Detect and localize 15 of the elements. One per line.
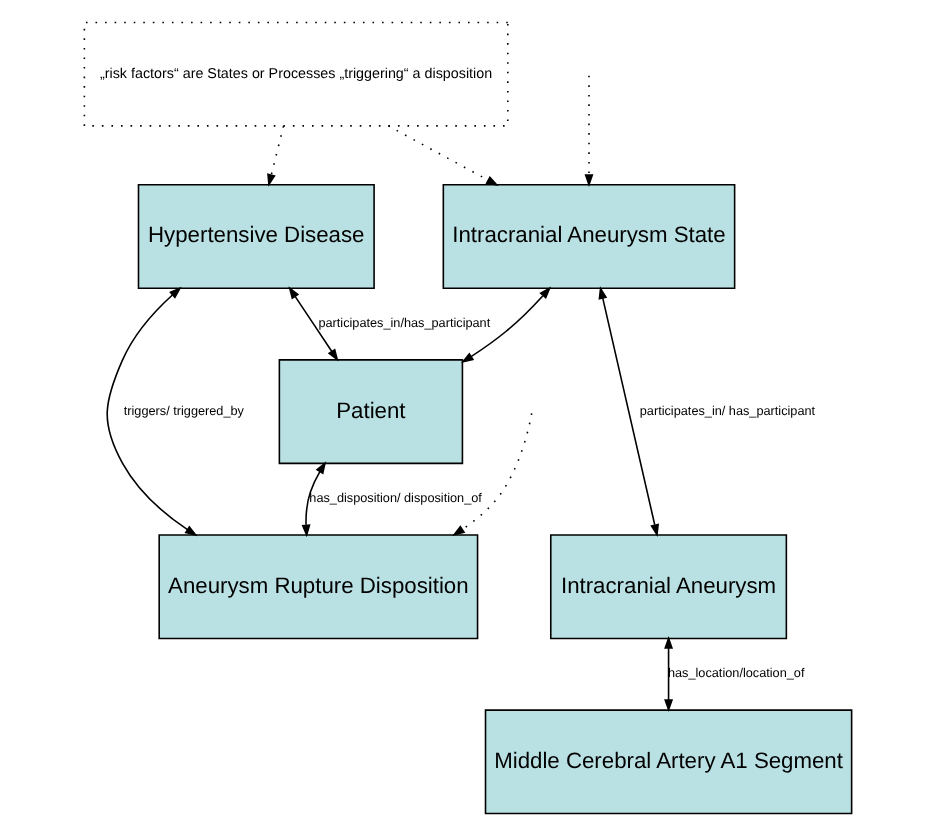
node-box: Patient — [278, 359, 464, 465]
arrow — [598, 286, 660, 537]
arrow — [301, 461, 327, 538]
arrow — [452, 412, 533, 537]
arrow — [267, 125, 285, 187]
arrow — [387, 125, 499, 186]
arrow — [288, 286, 339, 362]
arrow — [461, 286, 552, 363]
arrow — [106, 286, 198, 537]
node-box: Intracranial Aneurysm — [550, 534, 788, 640]
arrow — [584, 75, 594, 187]
node-box: Middle Cerebral Artery A1 Segment — [484, 709, 853, 815]
node-box: Aneurysm Rupture Disposition — [158, 534, 479, 640]
node-box: Intracranial Aneurysm State — [442, 184, 736, 290]
node-box: Hypertensive Disease — [137, 184, 375, 290]
